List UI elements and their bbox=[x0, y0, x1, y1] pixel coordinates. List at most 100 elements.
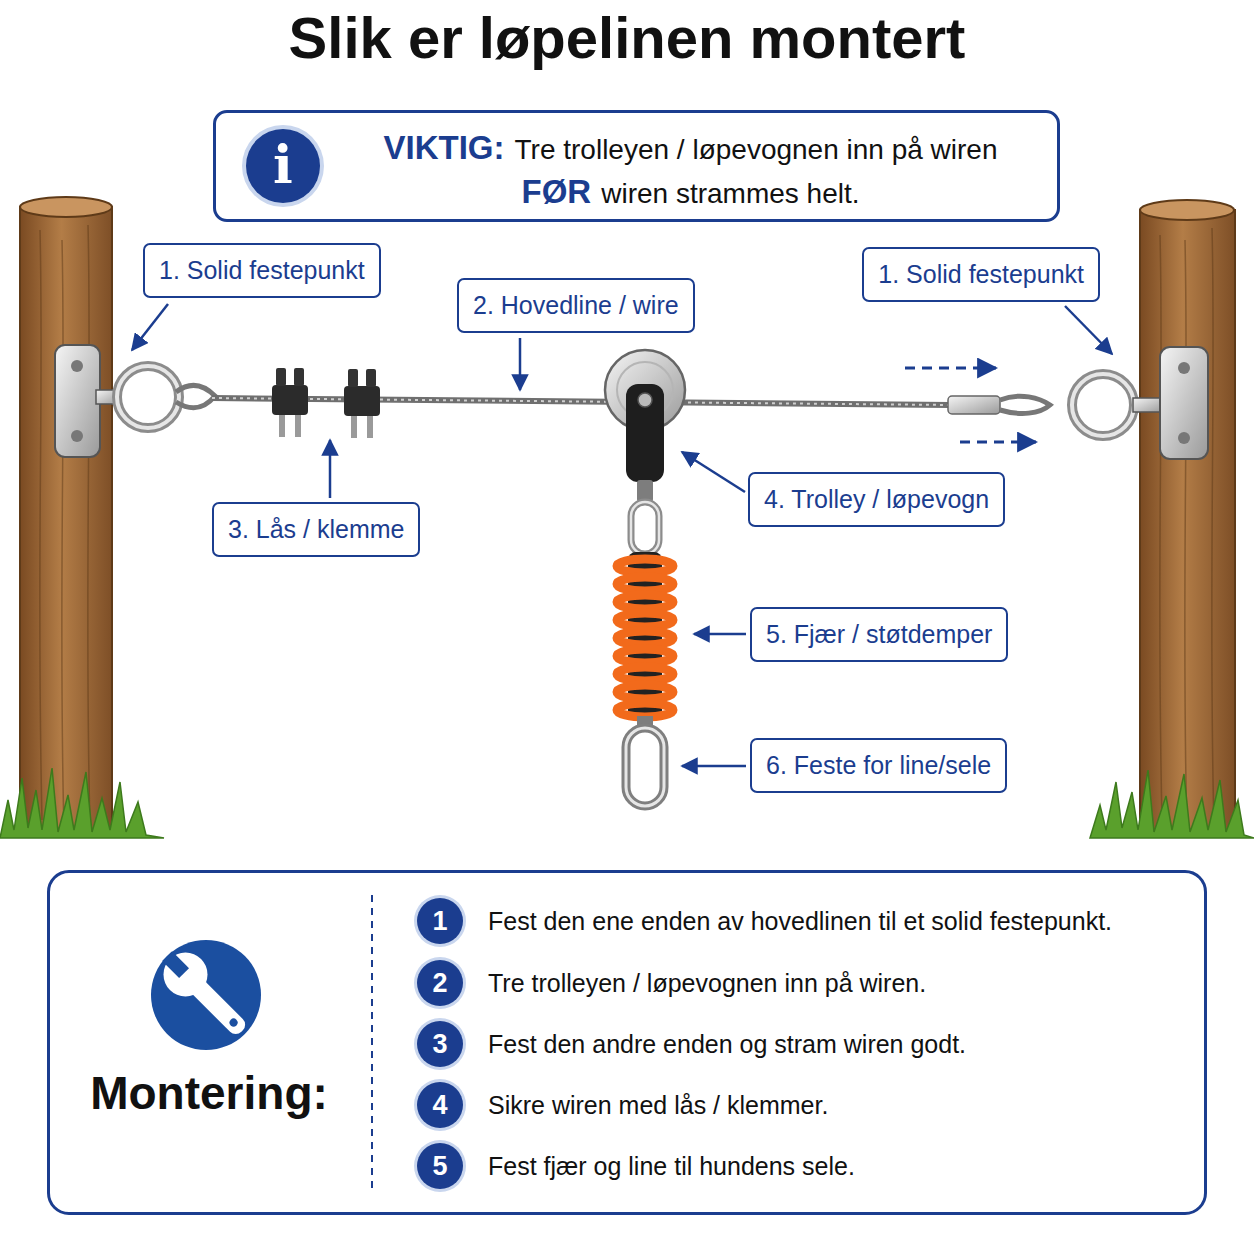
anchor-right bbox=[1072, 374, 1134, 436]
info-box: VIKTIG: Tre trolleyen / løpevognen inn på… bbox=[213, 110, 1060, 222]
anchor-left bbox=[71, 360, 83, 372]
harness-link bbox=[626, 728, 664, 806]
step-number-text: 2 bbox=[432, 968, 447, 999]
wire-clamp bbox=[279, 415, 285, 437]
panel-text: Fest den andre enden og stram wiren godt… bbox=[488, 1029, 966, 1059]
anchor-right bbox=[1072, 374, 1134, 436]
callout-box: 1. Solid festepunkt bbox=[143, 243, 381, 298]
wire-clamp bbox=[272, 368, 380, 438]
harness-link bbox=[626, 728, 664, 806]
info-text: wiren strammes helt. bbox=[601, 178, 859, 210]
anchor-left bbox=[176, 385, 215, 407]
wrench-icon bbox=[228, 1017, 239, 1028]
callout-box: 6. Feste for line/sele bbox=[750, 738, 1007, 793]
spring bbox=[617, 703, 673, 717]
callout-box: 2. Hovedline / wire bbox=[457, 278, 695, 333]
callout-box: 4. Trolley / løpevogn bbox=[748, 472, 1005, 527]
text-row: VIKTIG: Tre trolleyen / løpevognen inn på… bbox=[336, 129, 1045, 173]
anchor-right bbox=[948, 396, 1000, 414]
main-wire bbox=[212, 398, 950, 405]
callout-text: 2. Hovedline / wire bbox=[473, 291, 679, 319]
wrench-icon bbox=[151, 940, 261, 1050]
wire-clamp bbox=[344, 386, 380, 416]
wire-clamp bbox=[276, 368, 286, 386]
wire-clamp bbox=[351, 416, 357, 438]
leader-arrow bbox=[682, 452, 745, 492]
leader-arrow bbox=[1065, 306, 1112, 354]
callout-text: 4. Trolley / løpevogn bbox=[764, 485, 989, 513]
leader-arrow bbox=[132, 304, 168, 350]
wooden-post bbox=[1140, 210, 1235, 837]
anchor-left bbox=[117, 366, 179, 428]
leader-arrow bbox=[519, 338, 522, 390]
spring bbox=[617, 595, 673, 609]
leader-arrow bbox=[132, 304, 1112, 766]
spring bbox=[617, 631, 673, 645]
tension-arrow bbox=[905, 367, 996, 370]
panel-text: Tre trolleyen / løpevognen inn på wiren. bbox=[488, 968, 926, 998]
wrench-icon bbox=[154, 943, 216, 1005]
divider-line bbox=[371, 895, 373, 1192]
anchor-left bbox=[55, 345, 100, 457]
panel-text: Sikre wiren med lås / klemmer. bbox=[488, 1090, 828, 1120]
callout-text: 3. Lås / klemme bbox=[228, 515, 404, 543]
trolley bbox=[638, 393, 652, 407]
panel-text: Fest fjær og line til hundens sele. bbox=[488, 1151, 855, 1181]
anchor-right bbox=[1178, 362, 1190, 374]
wooden-post bbox=[20, 197, 1235, 837]
info-icon bbox=[242, 125, 324, 207]
text-row: FØRwiren strammes helt. bbox=[336, 173, 1045, 217]
wrench-icon bbox=[162, 951, 189, 978]
spring bbox=[617, 559, 673, 717]
step-number: 1 bbox=[417, 898, 463, 944]
spring bbox=[617, 685, 673, 699]
wooden-post bbox=[1160, 228, 1214, 830]
grass bbox=[1090, 770, 1254, 838]
wrench-icon bbox=[151, 940, 261, 1050]
anchor-right bbox=[1178, 432, 1190, 444]
wooden-post bbox=[20, 207, 112, 837]
anchor-right bbox=[1133, 398, 1163, 412]
main-wire bbox=[212, 398, 950, 405]
grass bbox=[0, 768, 164, 838]
wire-clamp bbox=[272, 385, 308, 415]
wire-clamp bbox=[295, 415, 301, 437]
panel-text: Fest den ene enden av hovedlinen til et … bbox=[488, 906, 1112, 936]
trolley bbox=[605, 350, 685, 554]
info-icon bbox=[242, 125, 324, 207]
callout-text: 5. Fjær / støtdemper bbox=[766, 620, 992, 648]
wooden-post bbox=[1140, 200, 1234, 220]
divider-line bbox=[372, 895, 373, 1192]
info-text: VIKTIG: bbox=[384, 129, 505, 167]
panel-text: Montering: bbox=[90, 1066, 328, 1121]
info-text: Tre trolleyen / løpevognen inn på wiren bbox=[515, 134, 998, 166]
tension-arrow bbox=[960, 441, 1036, 444]
spring bbox=[617, 559, 673, 573]
anchor-left bbox=[55, 345, 215, 457]
callout-box: 1. Solid festepunkt bbox=[862, 247, 1100, 302]
spring bbox=[617, 649, 673, 663]
step-number-text: 4 bbox=[432, 1090, 447, 1121]
callout-box: 3. Lås / klemme bbox=[212, 502, 420, 557]
leader-arrow bbox=[329, 440, 332, 498]
step-number: 3 bbox=[417, 1021, 463, 1067]
anchor-left bbox=[117, 366, 179, 428]
spring bbox=[617, 577, 673, 591]
spring bbox=[617, 613, 673, 627]
step-number: 5 bbox=[417, 1143, 463, 1189]
harness-link bbox=[626, 728, 664, 806]
wire-clamp bbox=[367, 416, 373, 438]
main-wire bbox=[212, 398, 950, 405]
callout-text: 1. Solid festepunkt bbox=[878, 260, 1084, 288]
page-title: Slik er løpelinen montert bbox=[0, 4, 1254, 71]
assembly-panel: Montering: Fest den ene enden av hovedlin… bbox=[47, 870, 1207, 1215]
wooden-post bbox=[40, 225, 90, 830]
step-number-text: 5 bbox=[432, 1151, 447, 1182]
leader-arrow bbox=[682, 765, 746, 768]
anchor-right bbox=[948, 347, 1208, 459]
wire-clamp bbox=[348, 369, 358, 387]
anchor-right bbox=[1000, 396, 1050, 413]
trolley bbox=[631, 502, 659, 554]
wire-clamp bbox=[294, 368, 304, 386]
